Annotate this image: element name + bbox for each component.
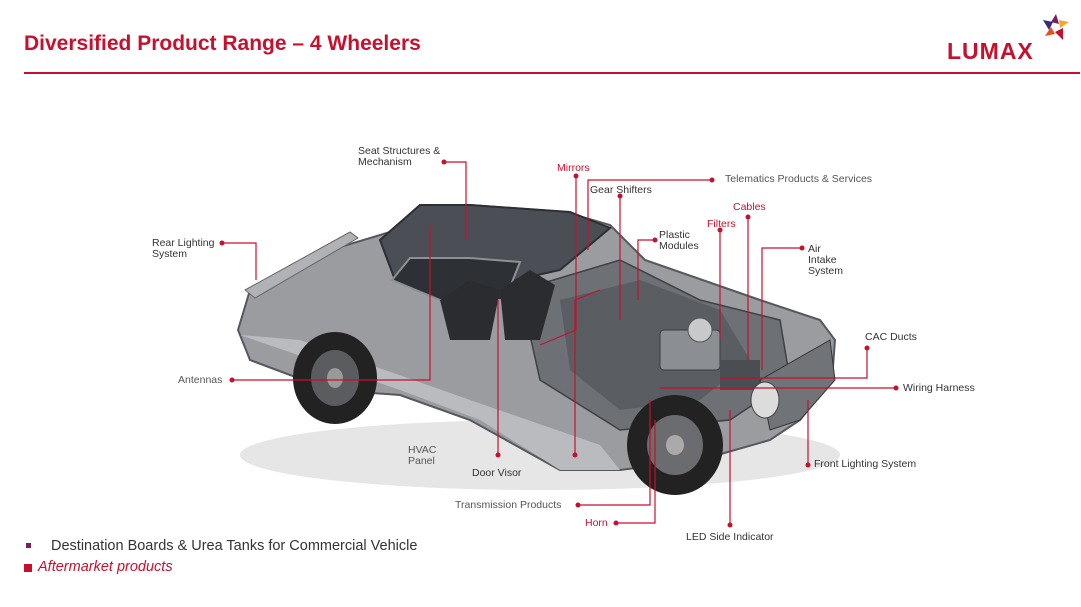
label-plastic-modules: Plastic Modules xyxy=(659,229,699,252)
label-antennas: Antennas xyxy=(178,374,223,386)
logo-text: LUMAX xyxy=(947,38,1034,64)
label-air-intake: Air Intake System xyxy=(808,243,844,277)
label-cables: Cables xyxy=(733,201,766,213)
label-door-visor: Door Visor xyxy=(472,467,522,479)
bullet-square-icon xyxy=(24,564,32,572)
label-hvac-panel: HVAC Panel xyxy=(408,444,437,467)
label-telematics: Telematics Products & Services xyxy=(725,173,873,185)
bullet-text: Destination Boards & Urea Tanks for Comm… xyxy=(51,538,418,554)
label-wiring-harness: Wiring Harness xyxy=(903,382,975,394)
label-led-side-indicator: LED Side Indicator xyxy=(686,531,774,543)
lumax-logo: LUMAX xyxy=(945,12,1075,72)
logo-star-icon xyxy=(1043,14,1069,40)
label-gear-shifters: Gear Shifters xyxy=(590,184,652,196)
label-cac-ducts: CAC Ducts xyxy=(865,331,917,343)
bullet-text: Aftermarket products xyxy=(38,559,173,575)
label-rear-lighting: Rear Lighting System xyxy=(152,237,215,260)
title-divider xyxy=(24,72,1080,74)
bullet-square-icon xyxy=(26,543,31,548)
label-transmission: Transmission Products xyxy=(455,499,562,511)
label-front-lighting: Front Lighting System xyxy=(814,458,917,470)
label-mirrors: Mirrors xyxy=(557,162,590,174)
page-title: Diversified Product Range – 4 Wheelers xyxy=(24,32,421,55)
label-seat-structures: Seat Structures & Mechanism xyxy=(358,145,441,168)
label-filters: Filters xyxy=(707,218,736,230)
label-horn: Horn xyxy=(585,517,608,529)
